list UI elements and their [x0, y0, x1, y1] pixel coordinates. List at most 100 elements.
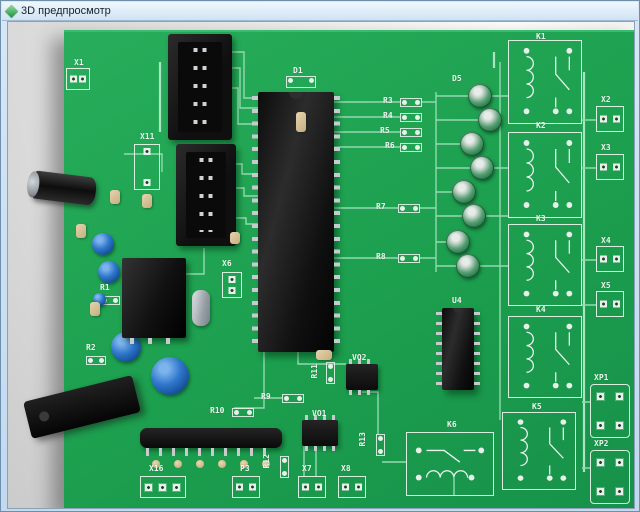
- idc-connector-2: [176, 144, 236, 246]
- microcontroller-dip40: [252, 92, 340, 352]
- footprint-x1: [66, 68, 90, 90]
- silkscreen-label-r2: R2: [86, 343, 96, 352]
- footprint-r12: [280, 456, 289, 478]
- optocoupler-vo1: [302, 415, 338, 451]
- silkscreen-label-x7: X7: [302, 464, 312, 473]
- ic-pins-left: [252, 96, 258, 348]
- ic-pins-right: [474, 312, 480, 386]
- idc-connector-slot: [178, 42, 222, 132]
- silkscreen-label-u4: U4: [452, 296, 462, 305]
- silkscreen-label-k2: K2: [536, 121, 546, 130]
- idc-connector-pins: [193, 48, 207, 126]
- footprint-r2: [86, 356, 106, 365]
- silkscreen-label-d1: D1: [293, 66, 303, 75]
- silkscreen-label-vo1: VO1: [312, 409, 327, 418]
- 3d-viewport[interactable]: X1 X11 D1 R3 R4 R5 R6 D5 R7 R8 U4 X6 VO2…: [7, 21, 635, 509]
- ic-u4-dip16: [436, 308, 480, 390]
- solder-pad: [240, 460, 248, 468]
- silkscreen-label-k1: K1: [536, 32, 546, 41]
- silkscreen-label-r13: R13: [358, 432, 367, 447]
- capacitor-blue-1: [92, 233, 114, 255]
- silkscreen-label-x1: X1: [74, 58, 84, 67]
- solder-pad: [196, 460, 204, 468]
- silkscreen-label-r1: R1: [100, 283, 110, 292]
- idc-connector-slot: [186, 152, 226, 238]
- footprint-relay-k6: [406, 432, 494, 496]
- footprint-r4: [400, 113, 422, 122]
- led-2: [478, 108, 502, 132]
- footprint-x3: [596, 154, 624, 180]
- silkscreen-label-r6: R6: [385, 141, 395, 150]
- footprint-x8: [338, 476, 366, 498]
- capacitor-blue-5: [151, 357, 189, 395]
- footprint-relay-k3: [508, 224, 582, 306]
- footprint-r9: [282, 394, 304, 403]
- footprint-xp2: [590, 450, 630, 504]
- window-title: 3D предпросмотр: [21, 5, 111, 17]
- idc-connector-1: [168, 34, 232, 140]
- ic-notch: [453, 308, 463, 313]
- led-3: [460, 132, 484, 156]
- silkscreen-label-x6: X6: [222, 259, 232, 268]
- footprint-x2: [596, 106, 624, 132]
- footprint-relay-k5: [502, 412, 576, 490]
- silkscreen-label-vo2: VO2: [352, 353, 367, 362]
- voltage-regulator: [122, 258, 186, 344]
- silkscreen-label-r10: R10: [210, 406, 225, 415]
- footprint-relay-k2: [508, 132, 582, 218]
- footprint-xp1: [590, 384, 630, 438]
- ceramic-capacitor: [230, 232, 240, 244]
- led-6: [462, 204, 486, 228]
- capacitor-blue-2: [98, 261, 120, 283]
- footprint-d1: [286, 76, 316, 88]
- silkscreen-label-xp2: XP2: [594, 439, 609, 448]
- silkscreen-label-r8: R8: [376, 252, 386, 261]
- led-5: [452, 180, 476, 204]
- silkscreen-label-x8: X8: [341, 464, 351, 473]
- footprint-x11: [134, 144, 160, 190]
- silkscreen-label-k5: K5: [532, 402, 542, 411]
- idc-connector-pins: [199, 158, 213, 232]
- footprint-p3: [232, 476, 260, 498]
- footprint-x6: [222, 272, 242, 298]
- ic-pins-left: [436, 312, 442, 386]
- footprint-r7: [398, 204, 420, 213]
- ceramic-capacitor: [76, 224, 86, 238]
- solder-pad: [152, 460, 160, 468]
- heatsink-hole: [38, 410, 51, 423]
- 3d-preview-icon: [5, 4, 18, 18]
- copper-traces: [124, 51, 596, 496]
- crystal-oscillator: [192, 290, 210, 326]
- silkscreen-label-r12: R12: [262, 454, 271, 469]
- silkscreen-label-k3: K3: [536, 214, 546, 223]
- footprint-x7: [298, 476, 326, 498]
- silkscreen-label-x5: X5: [601, 281, 611, 290]
- silkscreen-label-d5: D5: [452, 74, 462, 83]
- silkscreen-label-x3: X3: [601, 143, 611, 152]
- footprint-r3: [400, 98, 422, 107]
- silkscreen-label-x4: X4: [601, 236, 611, 245]
- footprint-x5: [596, 291, 624, 317]
- ceramic-capacitor: [296, 112, 306, 132]
- ceramic-capacitor: [316, 350, 332, 360]
- footprint-r13: [376, 434, 385, 456]
- silkscreen-label-k4: K4: [536, 305, 546, 314]
- silkscreen-label-k6: K6: [447, 420, 457, 429]
- silkscreen-label-r9: R9: [261, 392, 271, 401]
- silkscreen-label-r4: R4: [383, 111, 393, 120]
- solder-pad: [174, 460, 182, 468]
- led-1: [468, 84, 492, 108]
- silkscreen-label-r11: R11: [310, 364, 319, 379]
- footprint-x16: [140, 476, 186, 498]
- footprint-x4: [596, 246, 624, 272]
- silkscreen-label-p3: P3: [240, 464, 250, 473]
- footprint-r6: [400, 143, 422, 152]
- footprint-r8: [398, 254, 420, 263]
- footprint-r10: [232, 408, 254, 417]
- silkscreen-label-x16: X16: [149, 464, 164, 473]
- window-titlebar[interactable]: 3D предпросмотр: [2, 2, 638, 21]
- footprint-relay-k4: [508, 316, 582, 398]
- footprint-relay-k1: [508, 40, 582, 124]
- silkscreen-label-xp1: XP1: [594, 373, 609, 382]
